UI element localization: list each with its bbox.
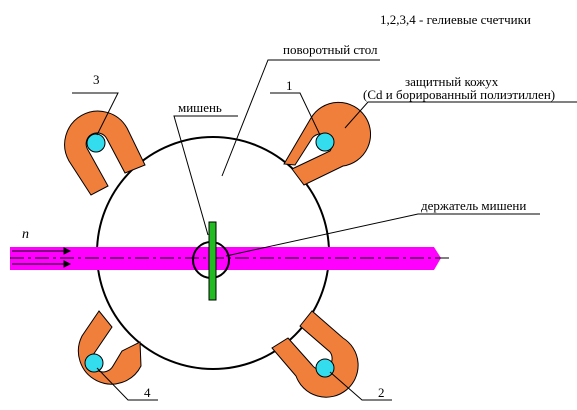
label-counter-1: 1 (286, 78, 293, 93)
counter-1-assembly (283, 101, 372, 186)
leader-shield (344, 101, 577, 129)
label-counter-2: 2 (378, 385, 385, 400)
leader-counter-2 (329, 371, 392, 401)
leader-holder (225, 213, 540, 257)
label-counter-4: 4 (144, 385, 151, 400)
helium-counter-1 (315, 132, 335, 152)
label-turntable: поворотный стол (283, 42, 378, 57)
label-target: мишень (178, 100, 222, 115)
counter-3-assembly (64, 110, 146, 196)
label-beam-n: n (22, 227, 29, 242)
beam-arrows (12, 247, 72, 268)
leader-lines (72, 59, 577, 401)
label-target-holder: держатель мишени (421, 198, 526, 213)
helium-counter-4 (84, 353, 104, 373)
target (208, 221, 217, 301)
helium-counter-2 (315, 358, 335, 378)
counter-4-assembly (77, 310, 142, 385)
legend-text: 1,2,3,4 - гелиевые счетчики (380, 12, 531, 27)
leader-counter-4 (96, 367, 158, 401)
leader-counter-3 (72, 92, 119, 136)
neutron-beam (10, 247, 441, 270)
shield-3 (64, 110, 146, 196)
label-shield-line1: защитный кожух (405, 74, 499, 89)
leader-counter-1 (270, 92, 321, 136)
label-shield-line2: (Cd и борированный полиэтиллен) (363, 87, 555, 102)
leader-turntable (221, 59, 380, 177)
leader-target (173, 115, 238, 236)
helium-counter-3 (86, 133, 106, 153)
label-counter-3: 3 (93, 72, 100, 87)
counter-2-assembly (271, 310, 359, 398)
